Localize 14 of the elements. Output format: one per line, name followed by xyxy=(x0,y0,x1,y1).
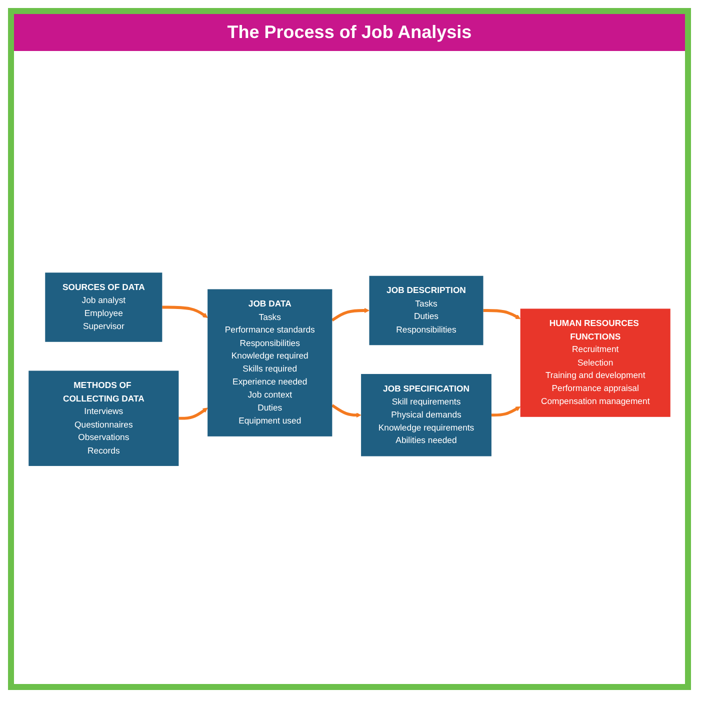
frame-background: The Process of Job Analysis SOURCES OF DATA Job analyst Employee Supervisor JOB DATA Tasks Performance standards Responsibilities Knowledge required Skills required Experience needed Job context Duties Equipment used METHODS OF COLLECTING DATA Interviews Questionnaires Observations Records JOB DESCRIPTION Tasks Duties Responsibilities HUMAN RESOURCES FUNCTIONS Recruitment Selection Training and development Performance appraisal Compensation management JOB SPECIFICATION Skill requirements Physical demands Knowledge requirements Abilities needed xyxy=(8,8,691,690)
title-banner: The Process of Job Analysis xyxy=(14,14,685,51)
node-box xyxy=(208,288,332,436)
node-box xyxy=(45,272,162,342)
arrow xyxy=(178,407,208,420)
node-box xyxy=(369,276,484,345)
arrow xyxy=(491,406,521,416)
arrow xyxy=(331,308,370,322)
node-box xyxy=(28,370,179,466)
arrow xyxy=(483,308,521,319)
arrow xyxy=(162,306,208,318)
node-box xyxy=(520,308,670,417)
node-box xyxy=(361,374,492,456)
arrow xyxy=(331,404,362,418)
